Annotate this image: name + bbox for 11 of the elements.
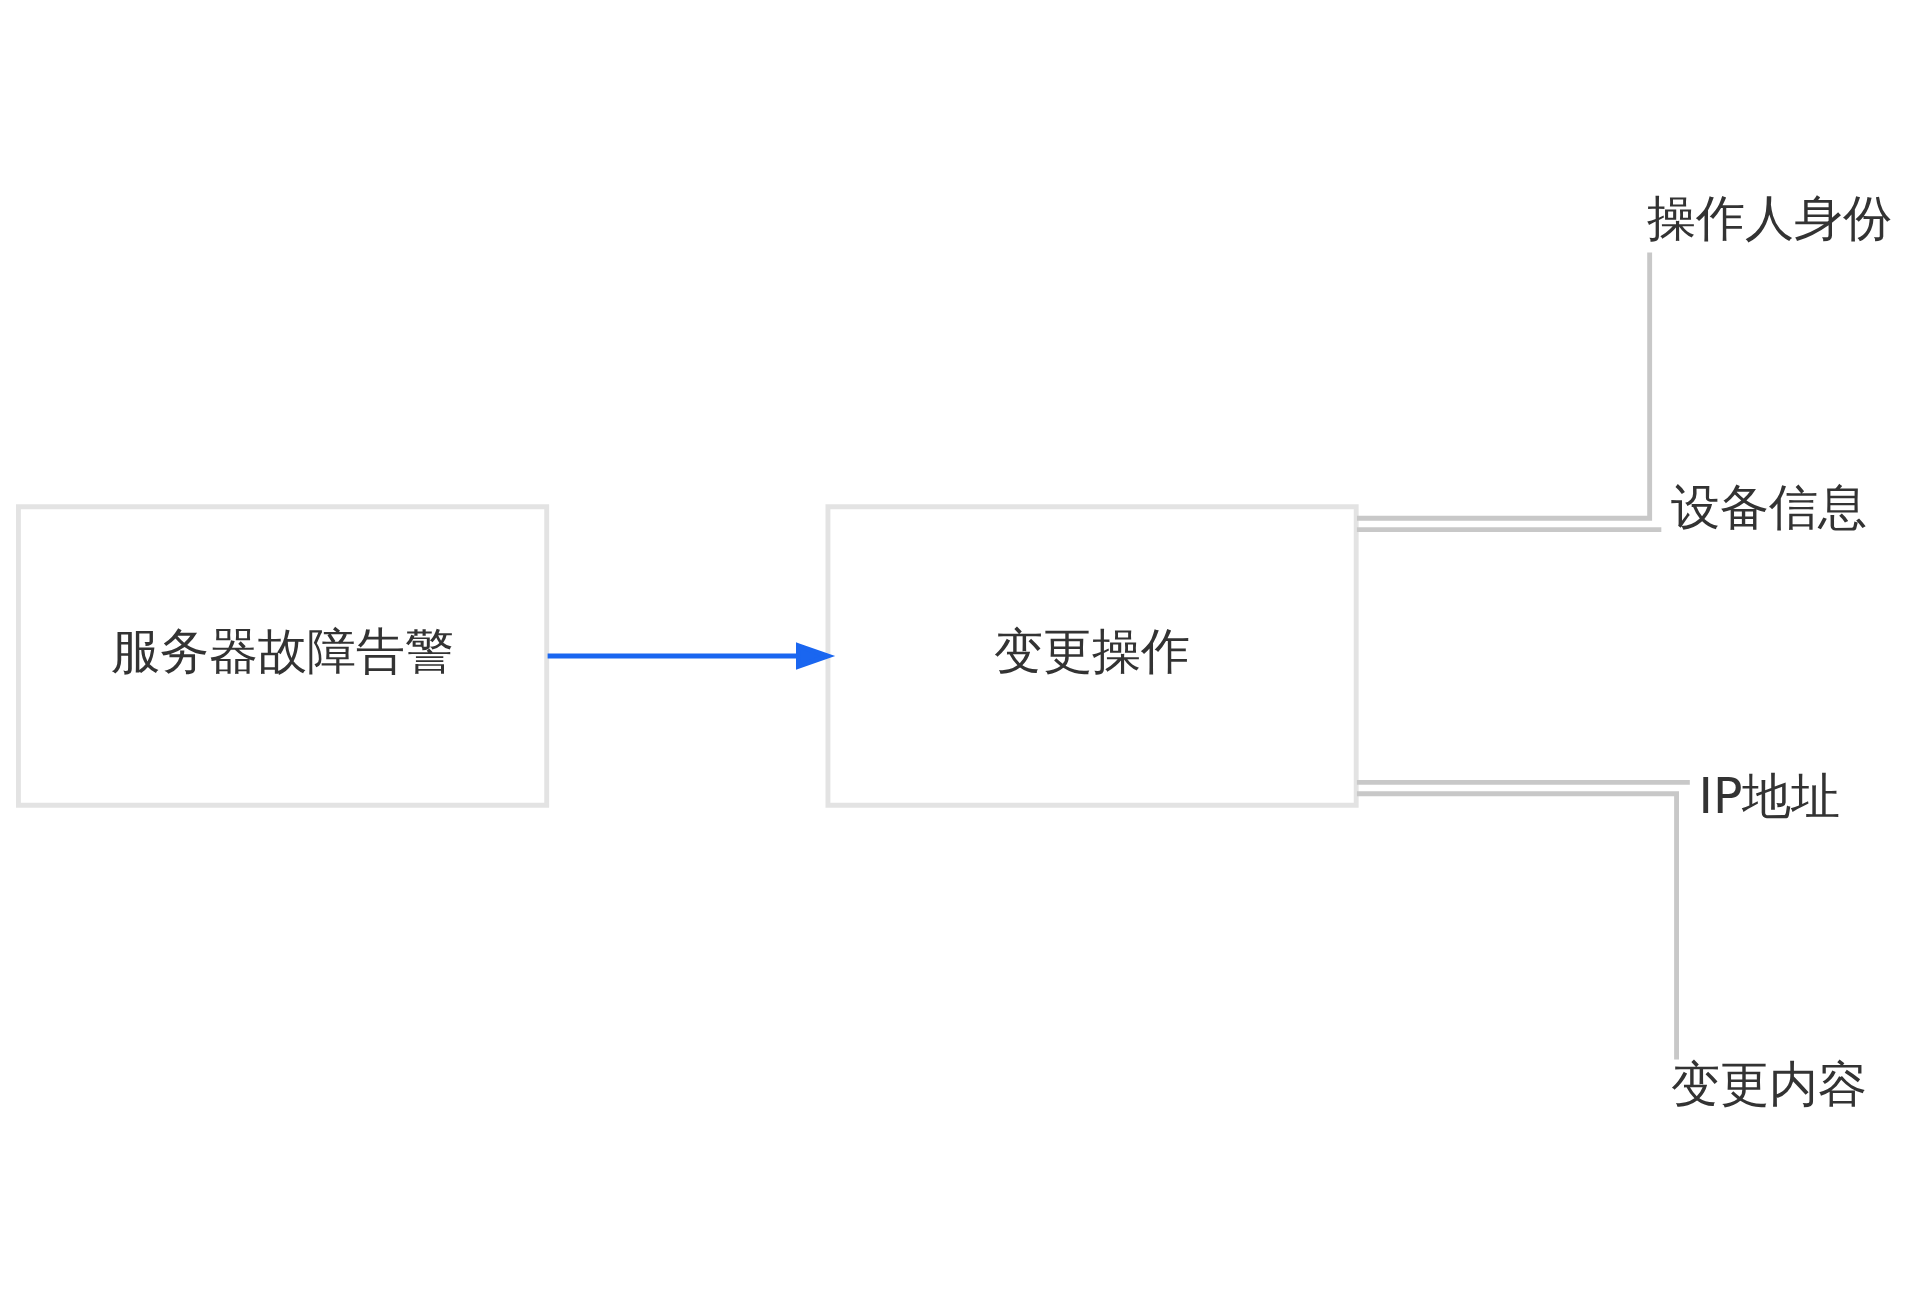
node-text: 变更内容	[1671, 1056, 1868, 1114]
node-text: IP地址	[1698, 767, 1841, 825]
connector	[1356, 527, 1662, 533]
arrow	[547, 642, 836, 670]
connector	[1356, 791, 1679, 1060]
node-box: 服务器故障告警	[16, 504, 550, 808]
node-box: 变更操作	[825, 504, 1359, 808]
connector	[1356, 779, 1690, 785]
node-text: 设备信息	[1671, 478, 1868, 536]
node-text: 操作人身份	[1646, 190, 1892, 248]
connector	[1356, 252, 1653, 521]
